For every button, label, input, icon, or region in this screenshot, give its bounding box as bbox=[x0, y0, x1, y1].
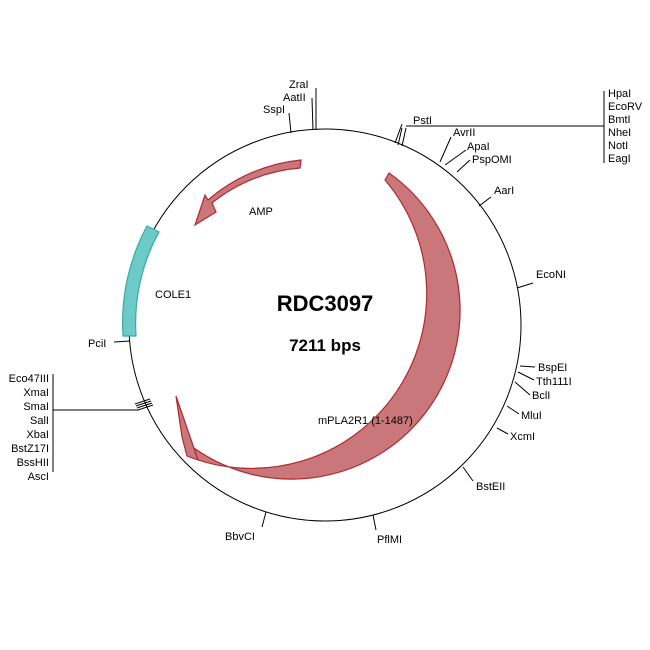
site-aari[interactable]: AarI bbox=[494, 185, 514, 197]
mpla2r1-label: mPLA2R1 (1-1487) bbox=[318, 415, 413, 427]
site-psti[interactable]: PstI bbox=[413, 115, 432, 127]
site-bsshii[interactable]: BssHII bbox=[17, 457, 49, 469]
site-eagi[interactable]: EagI bbox=[608, 153, 631, 165]
site-nhei[interactable]: NheI bbox=[608, 127, 631, 139]
pcii-tick bbox=[113, 340, 131, 343]
site-bstz17i[interactable]: BstZ17I bbox=[11, 443, 49, 455]
site-bsteii[interactable]: BstEII bbox=[476, 481, 505, 493]
site-sali[interactable]: SalI bbox=[30, 415, 49, 427]
plasmid-name: RDC3097 bbox=[277, 291, 374, 316]
site-pcii[interactable]: PciI bbox=[88, 338, 106, 350]
site-noti[interactable]: NotI bbox=[608, 140, 628, 152]
cole1-feature-block[interactable] bbox=[121, 225, 160, 337]
bsteii-tick bbox=[462, 466, 474, 482]
site-bmti[interactable]: BmtI bbox=[608, 114, 631, 126]
site-econi[interactable]: EcoNI bbox=[536, 269, 566, 281]
amp-label: AMP bbox=[249, 206, 273, 218]
pspomi-tick bbox=[456, 159, 471, 173]
bbvci-tick bbox=[261, 511, 267, 528]
site-smai[interactable]: SmaI bbox=[23, 401, 49, 413]
mlui-tick bbox=[506, 405, 520, 415]
site-tth111i[interactable]: Tth111I bbox=[536, 376, 572, 388]
plasmid-size: 7211 bps bbox=[289, 336, 361, 355]
site-group-top bbox=[288, 88, 317, 134]
mcs-left-tick-2 bbox=[135, 400, 152, 407]
apai-tick bbox=[444, 149, 467, 166]
sspi-tick bbox=[288, 112, 292, 134]
amp-feature-arrow[interactable] bbox=[193, 159, 302, 227]
mcs-right-tick-2 bbox=[401, 127, 407, 147]
mcs-left-tick-4 bbox=[137, 404, 154, 411]
aatii-tick bbox=[311, 97, 314, 131]
site-avrii[interactable]: AvrII bbox=[453, 127, 475, 139]
site-hpai[interactable]: HpaI bbox=[608, 88, 631, 100]
site-xcmi[interactable]: XcmI bbox=[510, 431, 535, 443]
site-ecorv[interactable]: EcoRV bbox=[608, 101, 643, 113]
xcmi-tick bbox=[496, 427, 509, 435]
site-aatii[interactable]: AatII bbox=[283, 92, 306, 104]
avrii-tick bbox=[439, 136, 452, 163]
site-pflmi[interactable]: PflMI bbox=[377, 534, 402, 546]
mcs-right-tick-1 bbox=[397, 127, 403, 146]
site-bspei[interactable]: BspEI bbox=[538, 362, 567, 374]
site-zral[interactable]: ZraI bbox=[289, 79, 309, 91]
cole1-label: COLE1 bbox=[155, 289, 191, 301]
mcs-left-tick-1 bbox=[134, 398, 151, 405]
tth111i-tick bbox=[517, 371, 535, 381]
bspei-tick bbox=[519, 365, 536, 368]
site-group-left bbox=[52, 374, 154, 472]
econi-tick bbox=[516, 282, 534, 289]
bcli-tick bbox=[514, 381, 531, 396]
site-sspi[interactable]: SspI bbox=[263, 104, 285, 116]
site-xmai[interactable]: XmaI bbox=[23, 387, 49, 399]
mcs-left-tick-3 bbox=[136, 402, 153, 409]
site-xbai[interactable]: XbaI bbox=[26, 429, 49, 441]
site-group-top-right bbox=[113, 91, 605, 531]
mpla2r1-feature-arrow[interactable] bbox=[175, 172, 461, 480]
aari-tick bbox=[478, 196, 492, 207]
site-apai[interactable]: ApaI bbox=[467, 141, 490, 153]
site-asci[interactable]: AscI bbox=[28, 471, 49, 483]
site-bbvci[interactable]: BbvCI bbox=[225, 531, 255, 543]
pflmi-tick bbox=[372, 514, 377, 531]
site-bcli[interactable]: BclI bbox=[532, 390, 550, 402]
site-mlui[interactable]: MluI bbox=[521, 410, 542, 422]
site-pspomi[interactable]: PspOMI bbox=[472, 154, 512, 166]
psti-tick bbox=[394, 123, 403, 144]
site-eco47iii[interactable]: Eco47III bbox=[9, 373, 49, 385]
